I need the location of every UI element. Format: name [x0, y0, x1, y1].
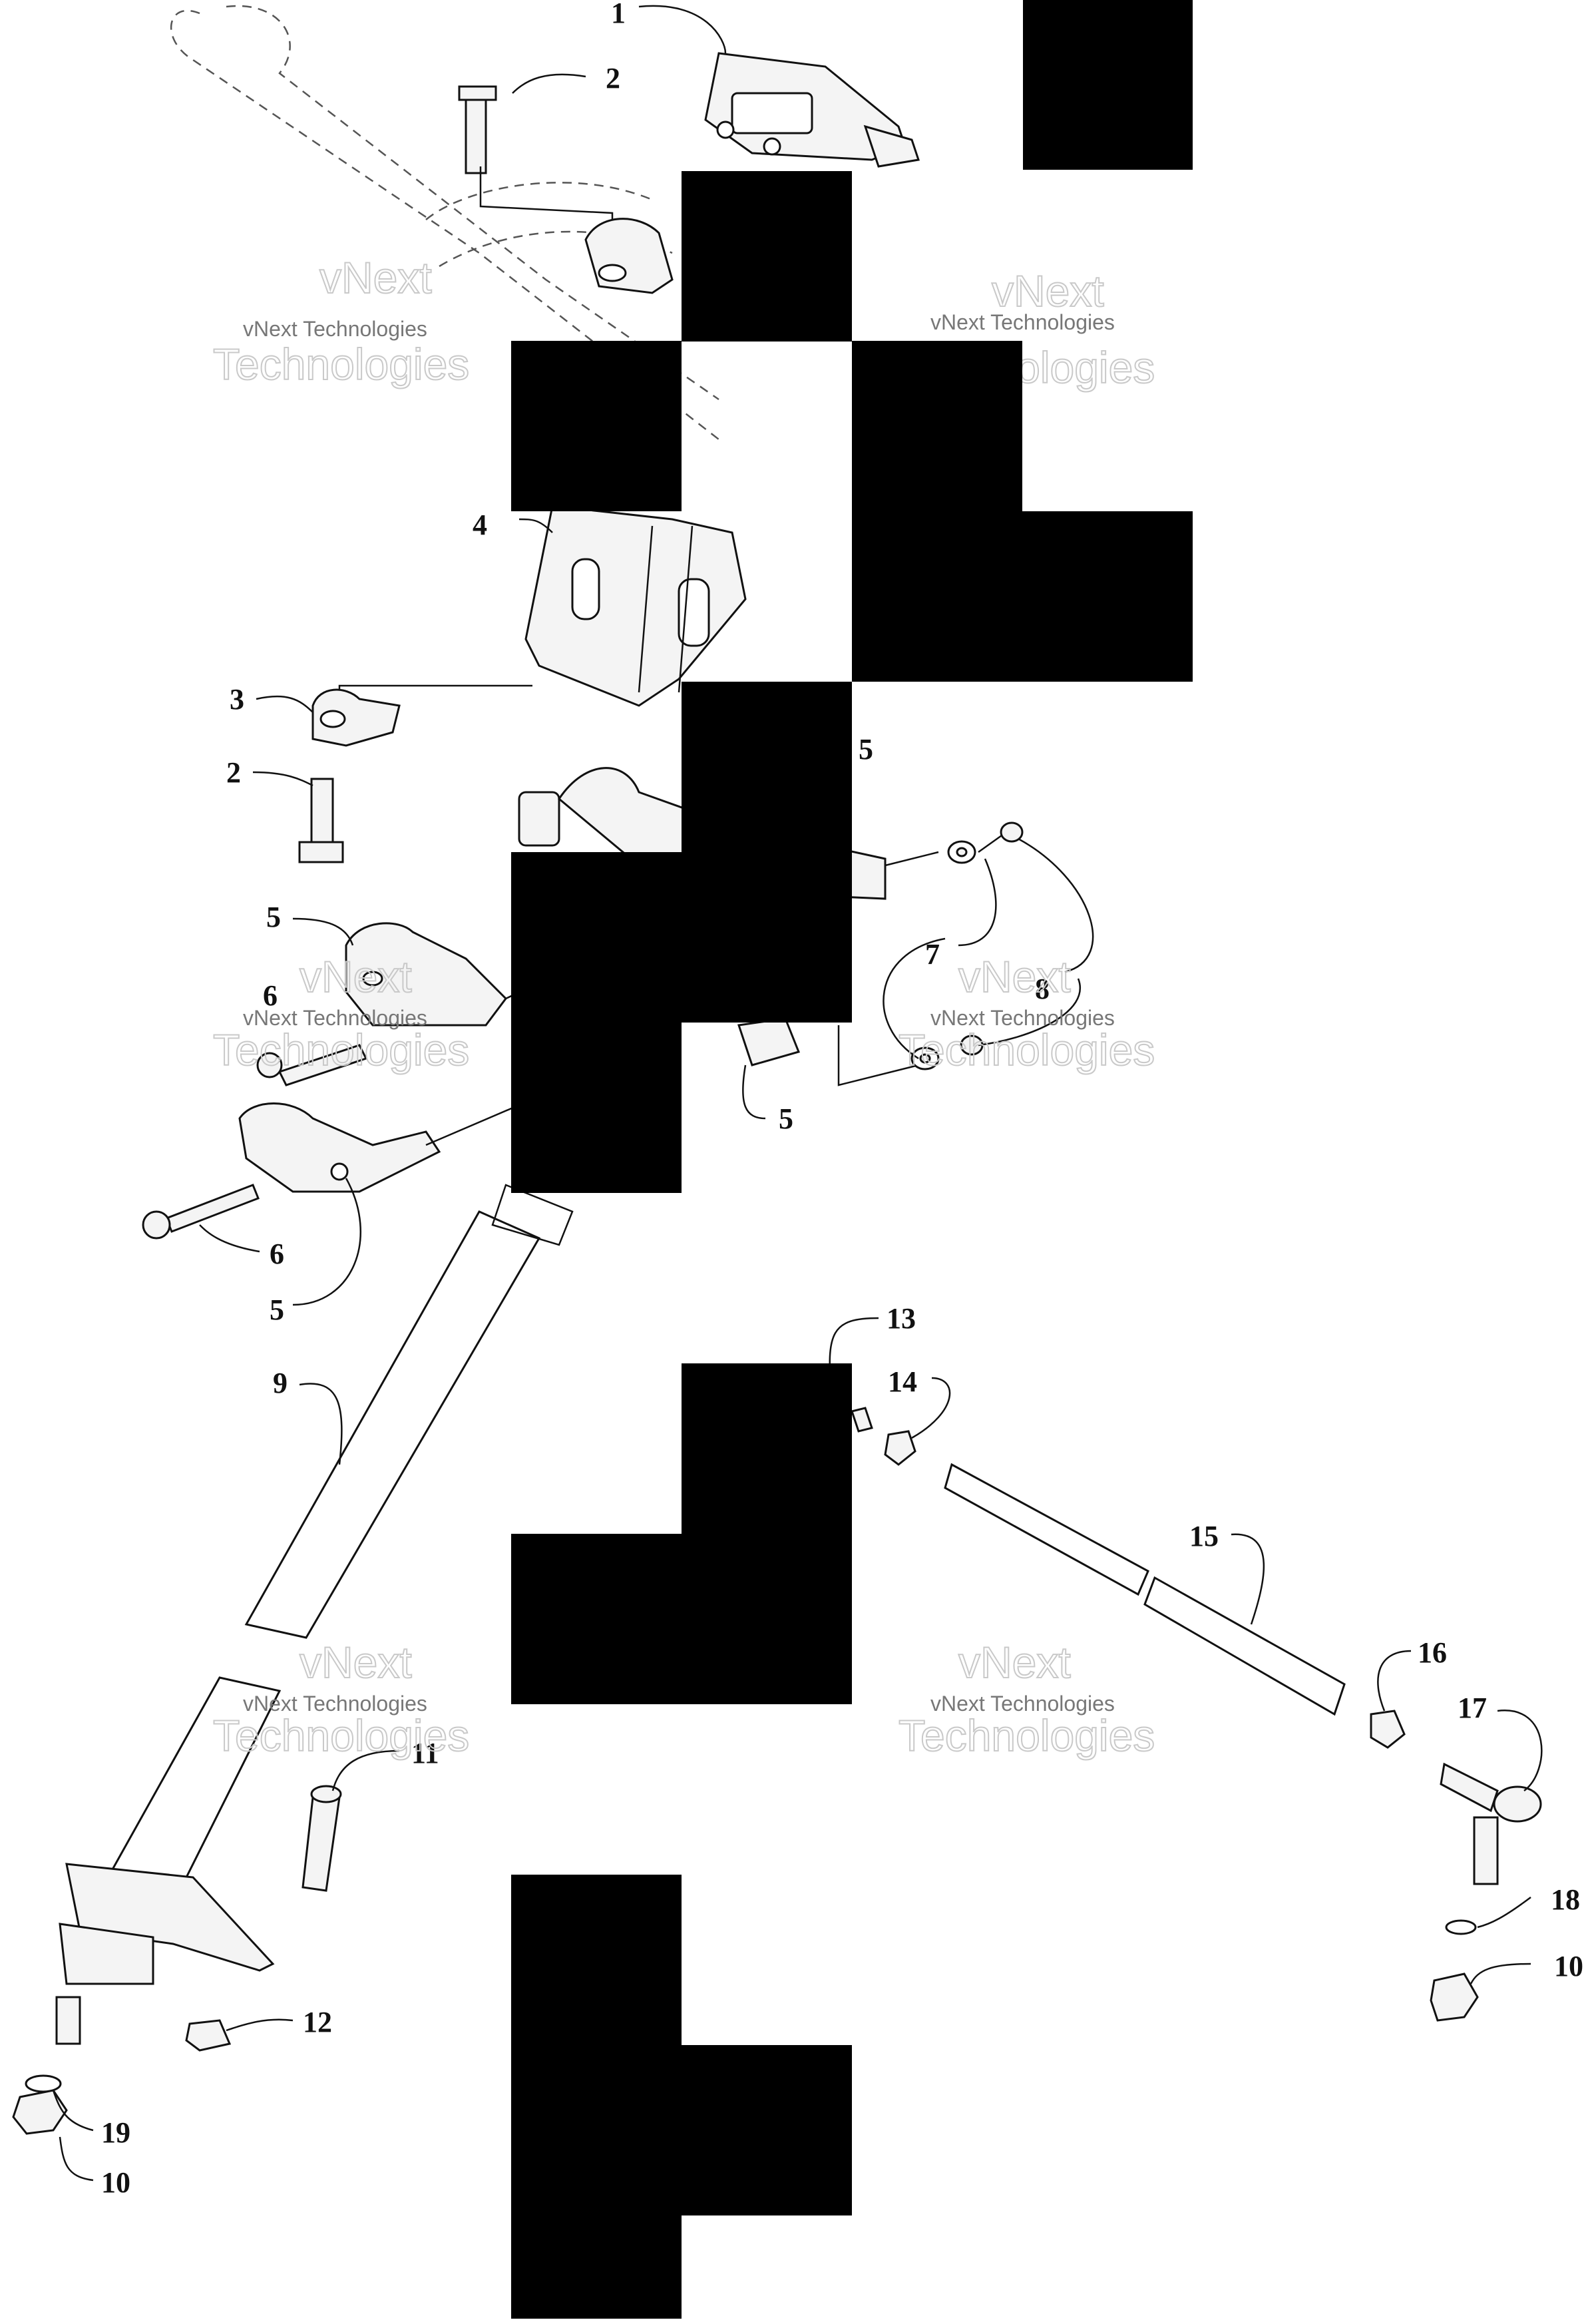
part-6-lower-bolt [142, 1184, 260, 1240]
callout-13: 13 [887, 1302, 916, 1335]
watermark-3: vNext vNext Technologies Technologies [212, 951, 470, 1075]
callout-5-right: 5 [779, 1102, 793, 1135]
callout-3: 3 [230, 683, 244, 716]
callout-8: 8 [1035, 973, 1050, 1005]
callout-7: 7 [925, 938, 940, 971]
svg-text:vNext Technologies: vNext Technologies [930, 1006, 1115, 1030]
redaction-block [682, 682, 852, 1023]
part-10-nut-left [12, 2089, 68, 2135]
svg-text:Technologies: Technologies [213, 1025, 469, 1074]
part-18-washer [1445, 1919, 1477, 1935]
watermark-1: vNext vNext Technologies Technologies [212, 252, 470, 389]
callout-2-top: 2 [606, 62, 620, 95]
watermark-6: vNext vNext Technologies Technologies [898, 1637, 1155, 1761]
redaction-blocks [511, 0, 1193, 2319]
redaction-block [852, 341, 1022, 511]
redaction-block [682, 171, 852, 342]
watermark-4: vNext vNext Technologies Technologies [898, 951, 1155, 1075]
svg-text:vNext: vNext [958, 1638, 1071, 1687]
svg-text:vNext: vNext [299, 1638, 412, 1687]
redaction-block [852, 511, 1193, 682]
callout-labels: 1 2 4 3 2 5 5 6 7 8 5 6 5 9 13 14 15 16 … [101, 0, 1583, 2199]
part-2-top-bolt [458, 85, 614, 253]
part-3-clamp-half [311, 688, 401, 747]
redaction-block [511, 341, 682, 511]
redaction-block [511, 852, 682, 1193]
redaction-block [1023, 0, 1193, 170]
part-9-steering-post [55, 1184, 574, 2045]
part-11-pinch-bolt [301, 1785, 342, 1892]
part-5-right-clamp [737, 1017, 919, 1086]
redaction-block [511, 1534, 682, 1704]
svg-text:vNext: vNext [992, 266, 1104, 316]
part-15-tie-rod [944, 1463, 1346, 1716]
watermark-5: vNext vNext Technologies Technologies [212, 1637, 470, 1761]
svg-text:vNext Technologies: vNext Technologies [930, 1692, 1115, 1716]
svg-text:vNext Technologies: vNext Technologies [243, 317, 427, 341]
callout-6-upper: 6 [263, 979, 278, 1012]
callout-18: 18 [1551, 1883, 1580, 1916]
part-13-jam-stud [851, 1407, 873, 1433]
svg-text:vNext: vNext [958, 952, 1071, 1001]
callout-10-left: 10 [101, 2166, 130, 2199]
part-16-nut [1370, 1710, 1406, 1749]
redaction-block [682, 2045, 852, 2215]
part-10-nut-right [1430, 1973, 1479, 2022]
part-7-washer-lower [910, 1046, 940, 1070]
callout-6-lower: 6 [270, 1238, 284, 1270]
svg-text:vNext Technologies: vNext Technologies [243, 1692, 427, 1716]
part-7-washer-upper [947, 840, 976, 864]
callout-2-lower: 2 [226, 756, 241, 789]
svg-text:vNext: vNext [299, 952, 412, 1001]
callout-16: 16 [1418, 1636, 1447, 1669]
svg-text:Technologies: Technologies [898, 1711, 1155, 1760]
part-17-tie-rod-end [1440, 1762, 1542, 1885]
callout-19: 19 [101, 2116, 130, 2149]
svg-text:vNext: vNext [319, 253, 432, 302]
svg-text:vNext Technologies: vNext Technologies [930, 310, 1115, 334]
callout-9: 9 [273, 1367, 288, 1399]
part-5-lower-left-clamp [238, 1102, 520, 1193]
callout-4: 4 [473, 509, 487, 541]
callout-5-center: 5 [859, 733, 873, 766]
svg-text:Technologies: Technologies [898, 1025, 1155, 1074]
callout-1: 1 [611, 0, 626, 29]
part-14-jam-nut [884, 1430, 916, 1466]
part-19-washer [25, 2074, 62, 2093]
part-4-riser-block [338, 505, 747, 707]
callout-14: 14 [888, 1365, 917, 1398]
svg-text:Technologies: Technologies [213, 1711, 469, 1760]
part-2-lower-bolt [298, 778, 344, 863]
leader-lines [52, 5, 1543, 2182]
svg-text:vNext Technologies: vNext Technologies [243, 1006, 427, 1030]
callout-5-left: 5 [266, 901, 281, 933]
svg-text:Technologies: Technologies [213, 340, 469, 389]
callout-15: 15 [1189, 1520, 1219, 1552]
callout-11: 11 [411, 1737, 439, 1769]
part-1-switch-housing [704, 52, 920, 168]
redaction-block [682, 1363, 852, 1704]
part-6-upper-bolt [256, 1044, 368, 1086]
callout-12: 12 [303, 2006, 332, 2038]
part-8-nut-upper [1000, 821, 1024, 843]
callout-17: 17 [1458, 1692, 1487, 1724]
upper-clamp-top [584, 218, 674, 294]
callout-10-right: 10 [1554, 1950, 1583, 1982]
callout-5-lower: 5 [270, 1293, 284, 1326]
redaction-block [511, 1875, 682, 2319]
part-12-nut [185, 2019, 232, 2052]
